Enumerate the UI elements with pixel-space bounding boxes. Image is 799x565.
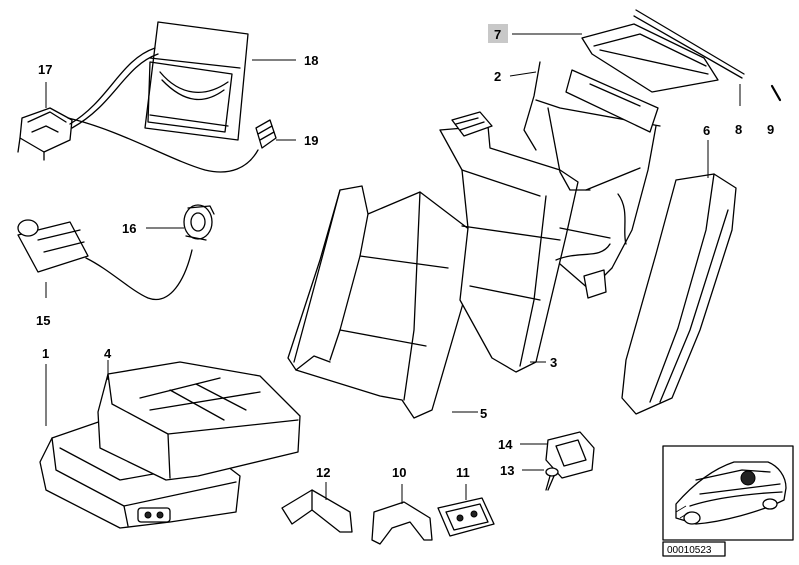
label-4: 4 (104, 346, 112, 361)
part-17-heater-module (17, 47, 259, 173)
part-7-top-rail (581, 23, 719, 93)
label-9: 9 (767, 122, 774, 137)
label-16: 16 (122, 221, 136, 236)
part-4-seat-cover (97, 361, 301, 481)
leader-lines (45, 33, 741, 504)
part-labels: 17 18 19 16 15 1 4 7 2 3 5 6 8 9 14 13 1… (36, 24, 774, 480)
label-17: 17 (38, 62, 52, 77)
label-10: 10 (392, 465, 406, 480)
part-7-lower-tray (565, 69, 659, 133)
part-18-cover-panel (144, 21, 249, 141)
location-marker-dot (740, 470, 756, 486)
label-1: 1 (42, 346, 49, 361)
part-5-backrest-foam (287, 185, 471, 419)
part-6-side-bolster (621, 173, 737, 415)
part-15-actuator (17, 219, 193, 301)
part-12-bracket (281, 489, 353, 533)
part-16-switch (183, 204, 215, 241)
label-12: 12 (316, 465, 330, 480)
label-6: 6 (703, 123, 710, 138)
label-3: 3 (550, 355, 557, 370)
label-14: 14 (498, 437, 513, 452)
label-11: 11 (456, 465, 470, 480)
part-8-rod (633, 9, 745, 79)
part-2-backrest-frame (523, 61, 661, 299)
part-14-cover-cap (545, 431, 595, 479)
part-9-pin (770, 84, 782, 102)
label-7: 7 (494, 27, 501, 42)
label-5: 5 (480, 406, 487, 421)
label-15: 15 (36, 313, 50, 328)
label-13: 13 (500, 463, 514, 478)
car-location-inset (662, 445, 794, 541)
diagram-ref-box (662, 541, 726, 557)
label-7-highlight (488, 24, 508, 43)
part-19-connector (255, 119, 277, 149)
diagram-ref-id: 00010523 (667, 545, 712, 556)
label-2: 2 (494, 69, 501, 84)
part-13-screw (545, 467, 559, 491)
part-11-switch-panel (437, 497, 495, 537)
label-19: 19 (304, 133, 318, 148)
part-10-clip (371, 501, 433, 545)
label-18: 18 (304, 53, 318, 68)
label-8: 8 (735, 122, 742, 137)
part-3-backrest-cover (439, 111, 579, 373)
